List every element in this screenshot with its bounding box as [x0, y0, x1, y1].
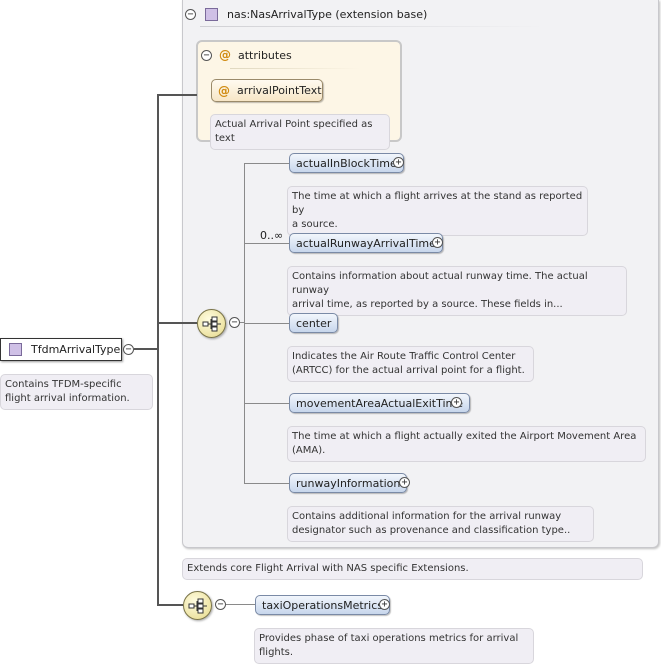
- element-doc-line: designator such as provenance and classi…: [292, 525, 571, 536]
- element-name: movementAreaActualExitTime: [296, 396, 464, 410]
- sequence-icon: [202, 316, 221, 331]
- attributes-label: attributes: [238, 48, 292, 62]
- element-doc-line: The time at which a flight actually exit…: [292, 431, 637, 442]
- attribute-icon: @: [218, 83, 230, 98]
- expand-element-toggle[interactable]: +: [451, 397, 462, 408]
- element-doc-line: Contains additional information for the …: [292, 511, 562, 522]
- element-doc: Contains information about actual runway…: [287, 266, 627, 316]
- connector-line: [226, 604, 255, 605]
- element-doc-line: Contains information about actual runway…: [292, 271, 588, 296]
- collapse-sequence-toggle[interactable]: −: [229, 317, 240, 328]
- element-doc: Provides phase of taxi operations metric…: [254, 628, 534, 664]
- complex-type-icon: [205, 7, 218, 21]
- expand-element-toggle[interactable]: +: [379, 599, 390, 610]
- element-doc-line: a source.: [292, 219, 338, 230]
- connector-line: [157, 322, 197, 324]
- element-doc: The time at which a flight actually exit…: [287, 426, 646, 462]
- element-actualInBlockTime[interactable]: actualInBlockTime: [289, 153, 404, 173]
- expand-element-toggle[interactable]: +: [393, 157, 404, 168]
- connector-line: [157, 95, 159, 606]
- element-doc: Contains additional information for the …: [287, 506, 594, 542]
- extension-header-divider: [200, 26, 545, 27]
- connector-line: [157, 604, 183, 606]
- attributes-header: − @ attributes: [201, 47, 292, 63]
- sequence-compositor[interactable]: [197, 309, 226, 338]
- root-element-TfdmArrivalType[interactable]: TfdmArrivalType: [0, 338, 122, 361]
- expand-element-toggle[interactable]: +: [432, 237, 443, 248]
- expand-element-toggle[interactable]: +: [399, 477, 410, 488]
- attribute-doc: Actual Arrival Point specified as text: [210, 114, 390, 150]
- collapse-root-toggle[interactable]: −: [123, 344, 134, 355]
- root-element-name: TfdmArrivalType: [31, 343, 121, 356]
- extension-base-label: nas:NasArrivalType (extension base): [227, 7, 428, 21]
- attributes-divider: [230, 68, 360, 69]
- element-doc: Indicates the Air Route Traffic Control …: [287, 346, 534, 382]
- element-doc-line: (AMA).: [292, 445, 326, 456]
- attribute-name: arrivalPointText: [237, 84, 322, 97]
- element-name: taxiOperationsMetrics: [262, 598, 384, 612]
- collapse-attributes-toggle[interactable]: −: [201, 49, 212, 61]
- element-name: center: [296, 316, 332, 330]
- sequence-compositor[interactable]: [183, 591, 212, 620]
- element-taxiOperationsMetrics[interactable]: taxiOperationsMetrics: [255, 595, 391, 615]
- element-doc-line: The time at which a flight arrives at th…: [292, 191, 583, 216]
- complex-type-icon: [9, 343, 22, 356]
- element-doc: The time at which a flight arrives at th…: [287, 186, 588, 236]
- collapse-sequence-toggle[interactable]: −: [215, 599, 226, 610]
- connector-line: [157, 94, 197, 96]
- attribute-icon: @: [219, 48, 231, 62]
- element-actualRunwayArrivalTime[interactable]: actualRunwayArrivalTime: [289, 233, 443, 253]
- attribute-doc-text: Actual Arrival Point specified as text: [215, 119, 373, 144]
- connector-line: [134, 348, 158, 350]
- element-doc-text: Provides phase of taxi operations metric…: [259, 633, 519, 658]
- connector-line: [244, 483, 289, 484]
- element-doc-line: (ARTCC) for the actual arrival point for…: [292, 365, 525, 376]
- attribute-arrivalPointText[interactable]: @ arrivalPointText: [211, 79, 323, 102]
- extension-doc-text: Extends core Flight Arrival with NAS spe…: [187, 563, 469, 574]
- extension-doc: Extends core Flight Arrival with NAS spe…: [182, 558, 643, 580]
- sequence-icon: [188, 598, 207, 613]
- element-center[interactable]: center: [289, 313, 339, 333]
- extension-header: − nas:NasArrivalType (extension base): [185, 5, 427, 23]
- element-name: actualRunwayArrivalTime: [296, 236, 436, 250]
- collapse-extension-toggle[interactable]: −: [185, 8, 196, 20]
- root-doc: Contains TFDM-specific flight arrival in…: [0, 374, 153, 410]
- element-doc-line: Indicates the Air Route Traffic Control …: [292, 351, 516, 362]
- connector-line: [244, 323, 289, 324]
- element-movementAreaActualExitTime[interactable]: movementAreaActualExitTime: [289, 393, 471, 413]
- root-doc-text: Contains TFDM-specific flight arrival in…: [5, 379, 130, 404]
- sequence-cardinality: 0..∞: [260, 229, 284, 242]
- connector-line: [240, 322, 244, 323]
- element-doc-line: arrival time, as reported by a source. T…: [292, 299, 563, 310]
- element-runwayInformation[interactable]: runwayInformation: [289, 473, 408, 493]
- element-name: runwayInformation: [296, 476, 401, 490]
- connector-line: [244, 163, 289, 164]
- element-name: actualInBlockTime: [296, 156, 397, 170]
- connector-line: [244, 403, 289, 404]
- connector-line: [244, 243, 289, 244]
